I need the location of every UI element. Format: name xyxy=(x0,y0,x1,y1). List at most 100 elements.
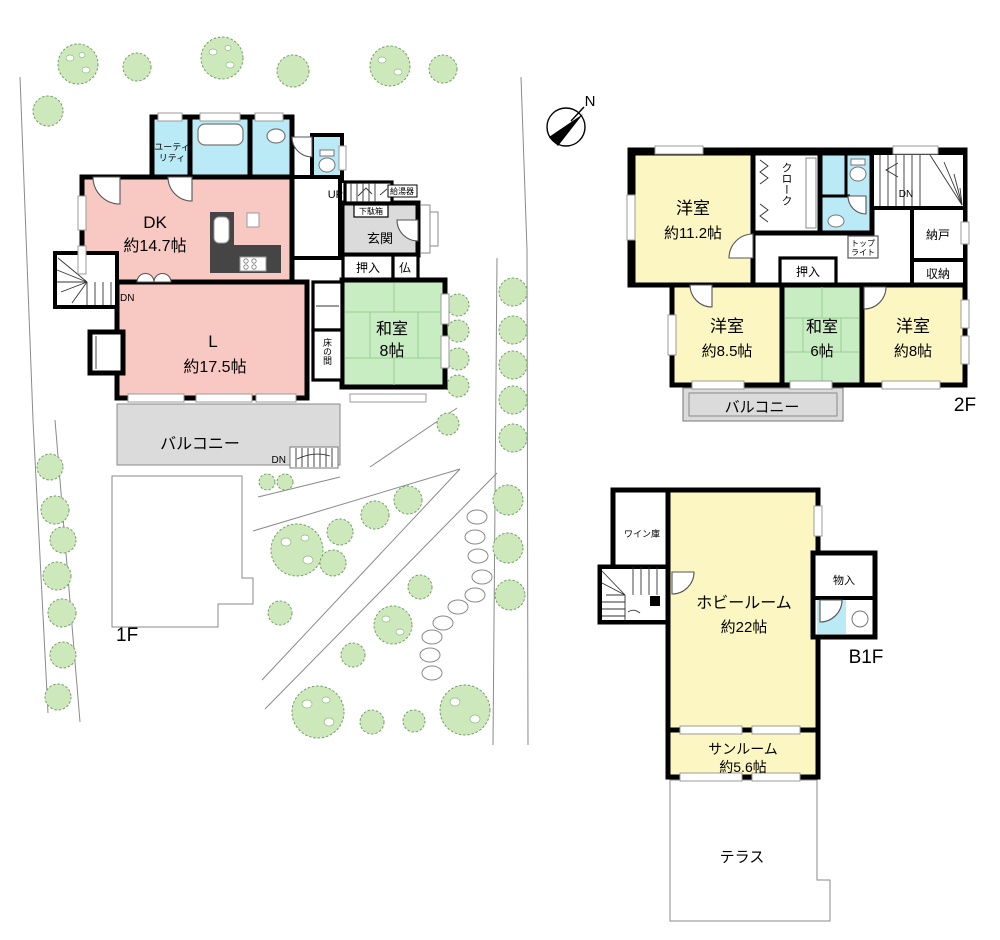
window xyxy=(960,299,970,329)
tree-icon xyxy=(436,412,460,436)
room-washroom xyxy=(247,114,295,180)
window xyxy=(77,195,87,231)
label-yoshitsu2-size: 約8.5帖 xyxy=(702,343,753,360)
window xyxy=(789,380,833,390)
tree-icon xyxy=(122,52,152,82)
tree-icon xyxy=(57,43,99,85)
window xyxy=(892,145,939,155)
balcony-stairs-down xyxy=(289,446,339,469)
floor-label-1f: 1F xyxy=(116,625,138,646)
label-wine: ワイン庫 xyxy=(624,528,660,539)
tree-icon xyxy=(326,518,354,546)
window xyxy=(960,221,970,245)
window xyxy=(440,335,450,369)
door-arc xyxy=(819,599,843,623)
stairs-up-1f xyxy=(343,180,394,205)
label-dk: DK xyxy=(143,213,167,232)
label-yoshitsu3-size: 約8帖 xyxy=(894,343,932,360)
tree-icon xyxy=(492,532,524,564)
site-boundary-lines xyxy=(19,76,529,746)
tree-icon xyxy=(369,45,411,87)
tree-icon xyxy=(498,350,528,380)
door-arc xyxy=(92,176,121,205)
label-yoshitsu1-size: 約11.2帖 xyxy=(664,225,722,242)
tree-icon xyxy=(270,523,324,577)
door-arc xyxy=(396,219,419,242)
label-up: UP xyxy=(328,189,343,201)
label-hobby: ホビールーム xyxy=(696,594,792,612)
label-dn-2f: DN xyxy=(899,189,913,200)
svg-text:ライト: ライト xyxy=(851,248,875,257)
tree-icon xyxy=(446,319,470,343)
label-hobby-size: 約22帖 xyxy=(721,619,768,636)
label-oshiire-2f: 押入 xyxy=(796,265,820,279)
label-dk-size: 約14.7帖 xyxy=(123,237,186,255)
label-oshiire-1f: 押入 xyxy=(356,261,380,275)
closet-oshiire-1f xyxy=(341,253,395,282)
tree-icon xyxy=(492,484,524,516)
label-washitsu-1f-size: 8帖 xyxy=(380,342,405,360)
tree-icon xyxy=(276,54,310,88)
stepping-stones xyxy=(419,509,493,681)
tatami-lines-2f xyxy=(785,287,859,383)
compass-north-label: N xyxy=(585,93,596,110)
stairs-down-1f xyxy=(53,251,119,309)
tree-icon xyxy=(359,709,385,735)
floor-b1f: ワイン庫 ホビールーム 約22帖 物入 B1F サンルーム 約5.6帖 テラス xyxy=(597,487,883,922)
label-balcony-2f: バルコニー xyxy=(725,399,800,416)
compass-needle-icon xyxy=(549,114,583,146)
door-arc xyxy=(167,176,193,202)
window xyxy=(751,725,801,735)
room-hobby xyxy=(665,487,821,733)
cloak-fittings xyxy=(759,157,817,229)
bay-window xyxy=(87,329,126,376)
tree-icon xyxy=(402,709,426,733)
tree-icon xyxy=(200,36,244,80)
tree-icon xyxy=(494,579,526,611)
door-arc xyxy=(291,136,313,158)
shoe-cabinet xyxy=(353,204,389,218)
tree-icon xyxy=(428,54,458,84)
tree-icon xyxy=(498,423,528,453)
kitchen-counter xyxy=(210,212,281,273)
window xyxy=(679,772,743,782)
window xyxy=(691,380,745,390)
window xyxy=(127,393,185,403)
lower-footprint-outline xyxy=(111,475,254,628)
door-arc xyxy=(863,286,887,310)
label-sunroom-size: 約5.6帖 xyxy=(719,759,766,775)
floor-1f: ユーティ リティ DK 約14.7帖 UP 給湯器 下駄箱 玄関 押入 仏 DN… xyxy=(53,112,450,646)
label-storage: 収納 xyxy=(926,267,950,281)
window xyxy=(157,112,183,122)
sink-icon xyxy=(266,128,286,144)
window xyxy=(960,335,970,365)
tree-icon xyxy=(446,347,470,371)
tree-icon xyxy=(40,495,70,525)
label-living-size: 約17.5帖 xyxy=(183,358,246,376)
label-altar: 仏 xyxy=(399,261,411,275)
label-entrance: 玄関 xyxy=(367,231,393,246)
entrance-porch xyxy=(420,204,431,254)
tree-icon xyxy=(42,561,72,591)
tree-icon xyxy=(44,683,72,711)
window xyxy=(338,145,347,171)
tree-icon xyxy=(267,600,293,626)
window xyxy=(199,112,241,122)
toplight-box xyxy=(847,235,879,259)
tree-icon xyxy=(47,598,77,628)
tree-icon xyxy=(276,473,294,491)
terrace-outline xyxy=(669,779,831,922)
tree-icon xyxy=(32,95,64,127)
label-living: L xyxy=(208,332,217,351)
label-yoshitsu2: 洋室 xyxy=(710,317,744,336)
tree-icon xyxy=(291,685,345,739)
tree-icon xyxy=(498,385,528,415)
door-arc xyxy=(689,284,713,308)
window xyxy=(626,194,636,241)
stairs-b1f xyxy=(598,565,670,624)
toilet-icon xyxy=(849,158,867,182)
floor-label-2f: 2F xyxy=(954,395,976,416)
tree-icon xyxy=(360,500,390,530)
